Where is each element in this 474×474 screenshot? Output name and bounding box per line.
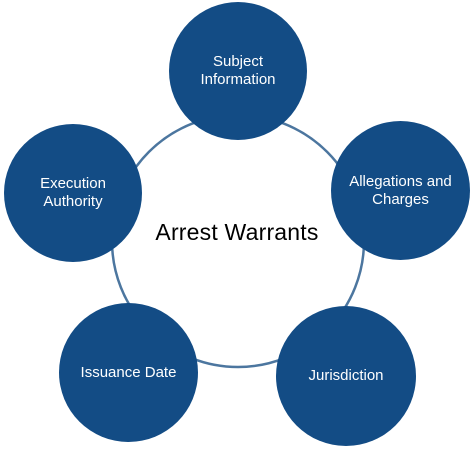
node-label: Issuance Date bbox=[80, 363, 177, 381]
node-label: Execution Authority bbox=[40, 175, 106, 210]
center-title: Arrest Warrants bbox=[155, 219, 319, 245]
node-label: Subject Information bbox=[200, 53, 276, 88]
node-execution-authority: Execution Authority bbox=[4, 124, 142, 262]
node-label: Jurisdiction bbox=[308, 367, 384, 384]
node-jurisdiction: Jurisdiction bbox=[276, 306, 416, 446]
node-label: Allegations and Charges bbox=[349, 172, 452, 208]
node-subject-information: Subject Information bbox=[169, 2, 307, 140]
node-issuance-date: Issuance Date bbox=[59, 303, 198, 442]
node-allegations-and-charges: Allegations and Charges bbox=[331, 121, 470, 260]
